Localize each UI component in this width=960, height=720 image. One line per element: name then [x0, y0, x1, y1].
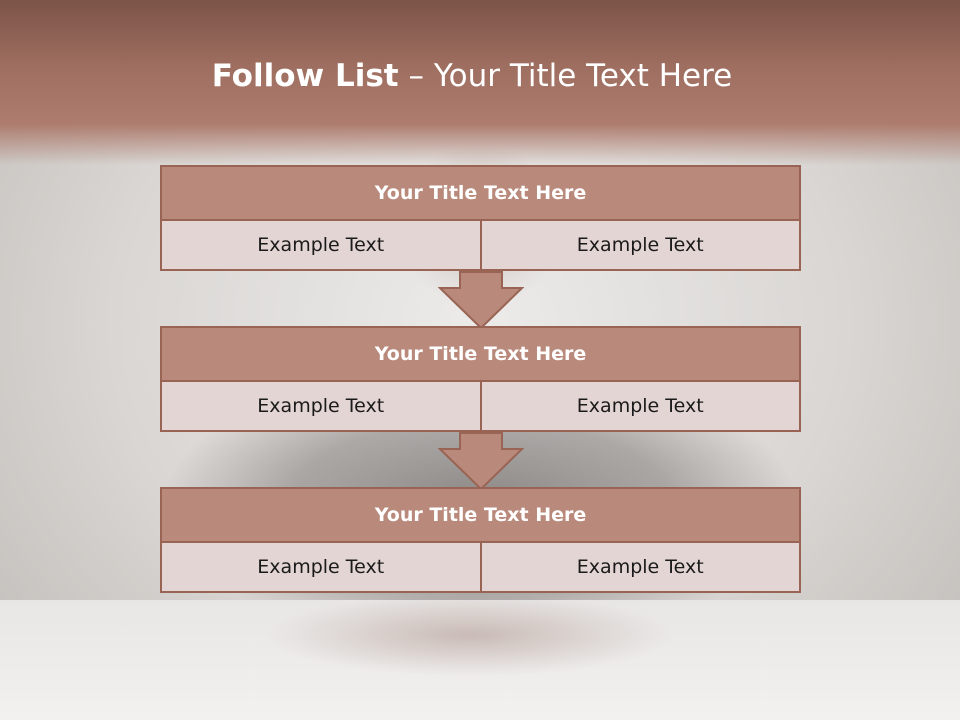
- block-title: Your Title Text Here: [160, 326, 801, 382]
- down-arrow-icon: [438, 271, 524, 330]
- block-cell-right: Example Text: [481, 221, 801, 271]
- block-title: Your Title Text Here: [160, 487, 801, 543]
- block-cell-right: Example Text: [481, 382, 801, 432]
- block-cell-left: Example Text: [160, 221, 482, 271]
- title-band: [0, 0, 960, 165]
- block-title: Your Title Text Here: [160, 165, 801, 221]
- list-block-1: Your Title Text Here Example Text Exampl…: [160, 165, 801, 271]
- block-cell-left: Example Text: [160, 543, 482, 593]
- down-arrow-icon: [438, 432, 524, 491]
- slide-title-bold: Follow List: [211, 58, 399, 94]
- block-row: Example Text Example Text: [160, 221, 801, 271]
- block-cell-left: Example Text: [160, 382, 482, 432]
- list-block-3: Your Title Text Here Example Text Exampl…: [160, 487, 801, 593]
- list-block-2: Your Title Text Here Example Text Exampl…: [160, 326, 801, 432]
- background-hands: [200, 580, 740, 690]
- block-row: Example Text Example Text: [160, 382, 801, 432]
- slide-title-subtitle: – Your Title Text Here: [398, 58, 733, 94]
- slide-title: Follow List – Your Title Text Here: [0, 54, 944, 98]
- background-table: [0, 600, 960, 720]
- block-row: Example Text Example Text: [160, 543, 801, 593]
- block-cell-right: Example Text: [481, 543, 801, 593]
